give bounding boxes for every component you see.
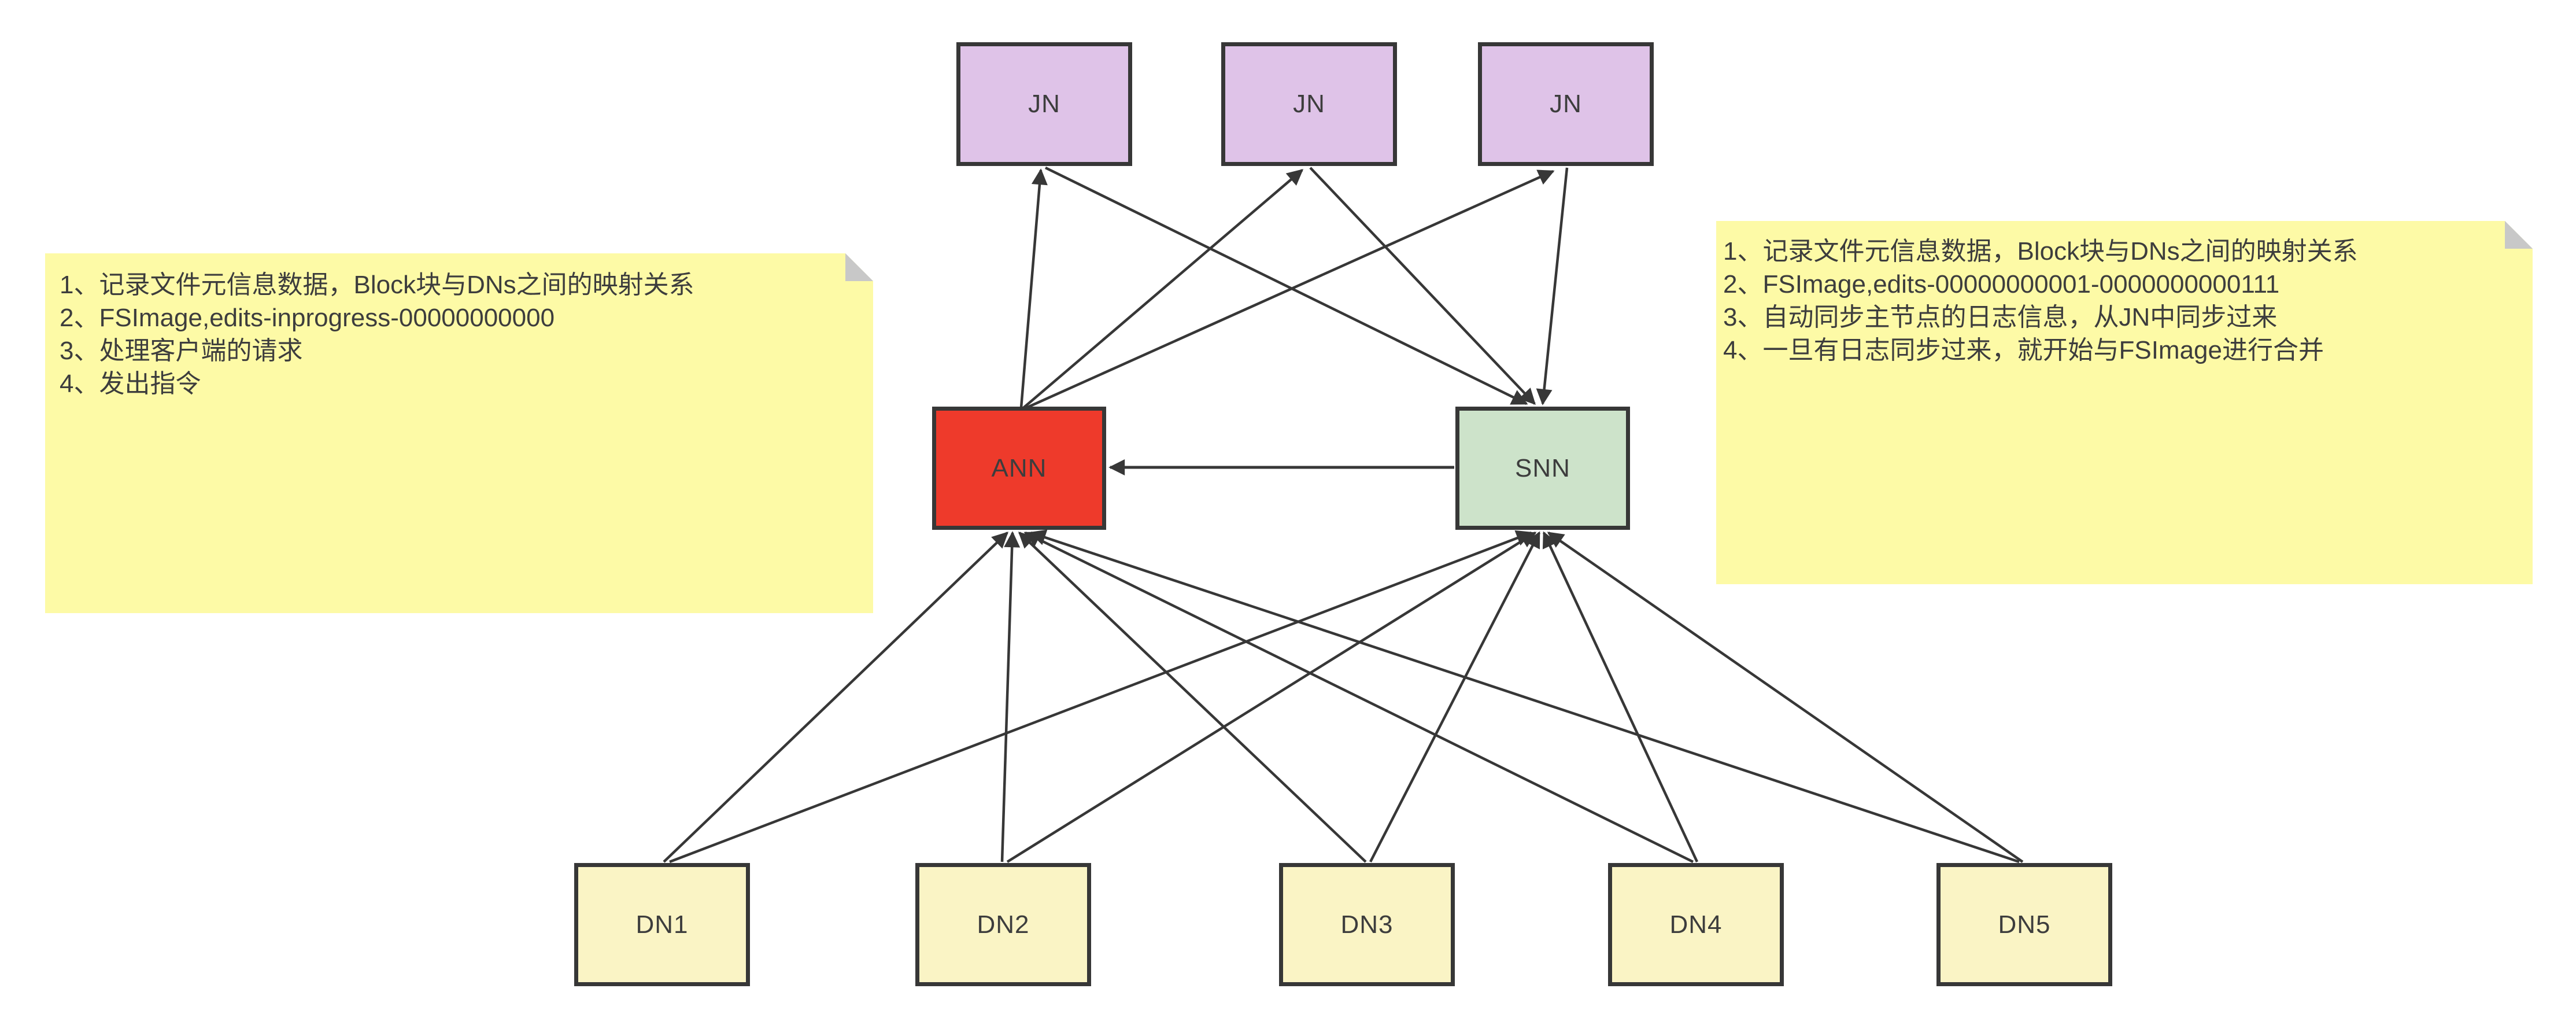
edge-jn1-to-snn <box>1045 166 1528 405</box>
edge-dn4-to-snn <box>1542 531 1699 862</box>
note-left-line-3: 3、处理客户端的请求 <box>60 337 303 365</box>
edge-dn2-to-snn <box>1006 532 1537 863</box>
node-snn-label: SNN <box>1515 453 1570 482</box>
node-jn-1: JN <box>956 42 1132 166</box>
note-ann-description: 1、记录文件元信息数据，Block块与DNs之间的映射关系 2、FSImage,… <box>45 253 873 613</box>
edge-dn2-to-ann <box>1000 531 1021 862</box>
note-left-line-4: 4、发出指令 <box>60 370 201 398</box>
note-left-line-1: 1、记录文件元信息数据，Block块与DNs之间的映射关系 <box>60 271 694 299</box>
node-dn-4: DN4 <box>1608 863 1784 986</box>
edge-jn2-to-snn <box>1309 167 1536 405</box>
node-dn-5: DN5 <box>1936 863 2112 986</box>
node-dn-2-label: DN2 <box>977 910 1030 939</box>
node-jn-1-label: JN <box>1028 90 1060 118</box>
note-right-line-4: 4、一旦有日志同步过来，就开始与FSImage进行合并 <box>1723 336 2324 364</box>
node-jn-2-label: JN <box>1293 90 1325 118</box>
node-ann: ANN <box>932 407 1106 530</box>
node-dn-5-label: DN5 <box>1998 910 2051 939</box>
edge-jn3-to-snn <box>1536 167 1569 405</box>
node-dn-1-label: DN1 <box>635 910 689 939</box>
edge-dn3-to-ann <box>1018 532 1367 863</box>
node-jn-2: JN <box>1221 42 1397 166</box>
edge-dn3-to-snn <box>1369 531 1541 863</box>
edge-ann-to-jn1 <box>1019 168 1048 408</box>
note-left-line-2: 2、FSImage,edits-inprogress-00000000000 <box>60 304 555 332</box>
node-dn-2: DN2 <box>915 863 1091 986</box>
node-dn-3-label: DN3 <box>1340 910 1394 939</box>
node-dn-1: DN1 <box>574 863 750 986</box>
note-right-line-1: 1、记录文件元信息数据，Block块与DNs之间的映射关系 <box>1723 237 2358 265</box>
note-right-line-2: 2、FSImage,edits-00000000001-000000000011… <box>1723 270 2280 298</box>
edge-dn4-to-ann <box>1023 531 1694 864</box>
note-right-line-3: 3、自动同步主节点的日志信息，从JN中同步过来 <box>1723 303 2278 331</box>
node-dn-3: DN3 <box>1279 863 1455 986</box>
note-snn-description: 1、记录文件元信息数据，Block块与DNs之间的映射关系 2、FSImage,… <box>1716 221 2533 584</box>
node-snn: SNN <box>1455 407 1630 530</box>
edge-ann-to-jn3 <box>1026 169 1555 410</box>
node-dn-4-label: DN4 <box>1669 910 1723 939</box>
node-jn-3: JN <box>1478 42 1654 166</box>
node-jn-3-label: JN <box>1550 90 1582 118</box>
node-ann-label: ANN <box>991 453 1047 482</box>
edge-ann-to-jn2 <box>1022 169 1304 409</box>
